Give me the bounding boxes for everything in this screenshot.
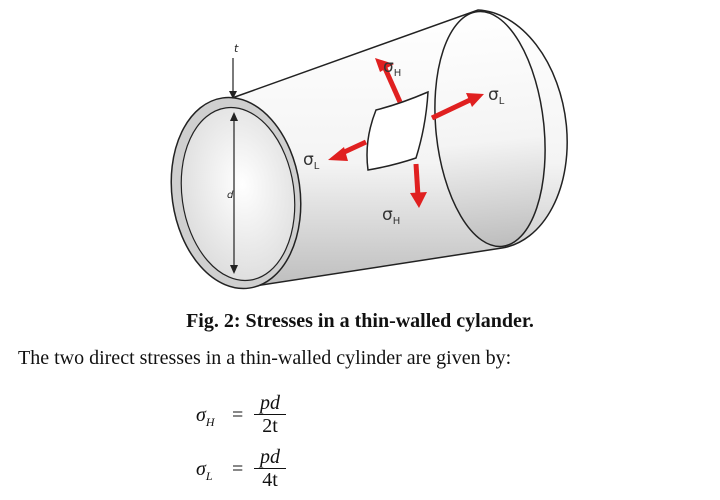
equation-lhs: σL: [196, 458, 213, 483]
thickness-label: t: [234, 42, 239, 55]
cylinder-near-inner: [180, 106, 296, 282]
hoop-stress-arrow-top: [375, 58, 403, 104]
fraction: pd 4t: [254, 446, 286, 491]
numerator: pd: [254, 446, 286, 469]
denominator: 2t: [262, 415, 278, 437]
cylinder-far-end: [434, 10, 546, 248]
equals-sign: =: [232, 458, 244, 480]
hoop-stress-label-bottom: σH: [382, 205, 400, 227]
numerator: pd: [254, 392, 286, 415]
diameter-arrow-bottom: [230, 265, 238, 274]
diameter-label: d: [227, 190, 234, 201]
longitudinal-stress-label-right: σL: [488, 85, 505, 107]
longitudinal-stress-label-left: σL: [303, 150, 320, 172]
fraction: pd 2t: [254, 392, 286, 437]
hoop-stress-label-top: σH: [383, 57, 401, 79]
hoop-stress-arrow-bottom: [410, 163, 427, 208]
thin-walled-cylinder-figure: t d σH σL σL σH: [170, 9, 568, 290]
intro-sentence: The two direct stresses in a thin-walled…: [18, 347, 512, 369]
stress-element: [366, 90, 429, 171]
diameter-arrow-top: [230, 112, 238, 121]
equals-sign: =: [232, 404, 244, 426]
longitudinal-stress-arrow-left: [328, 139, 368, 161]
figure-caption: Fig. 2: Stresses in a thin-walled cyland…: [186, 310, 534, 332]
denominator: 4t: [262, 469, 278, 491]
equation-lhs: σH: [196, 404, 215, 429]
thickness-arrowhead: [229, 91, 237, 99]
longitudinal-stress-arrow-right: [430, 93, 484, 121]
